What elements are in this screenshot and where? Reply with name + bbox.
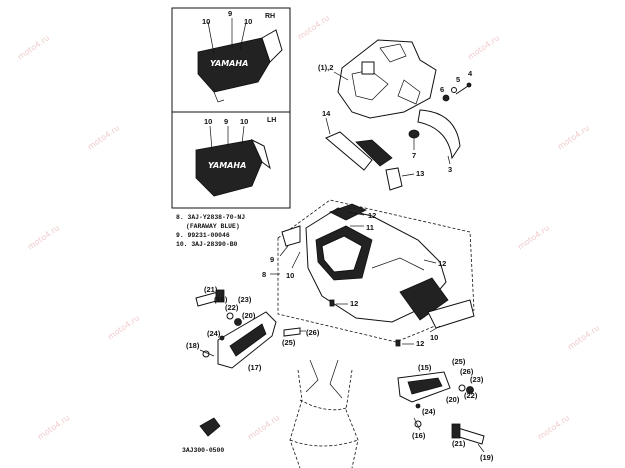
- inset-callout-lh-9: 9: [224, 117, 228, 126]
- watermark: moto4.ru: [466, 33, 501, 61]
- mount-13: [385, 167, 403, 191]
- callout-4: 4: [468, 69, 473, 78]
- watermark: moto4.ru: [516, 223, 551, 251]
- inset-callout-lh-10b: 10: [240, 117, 248, 126]
- watermark: moto4.ru: [26, 223, 61, 251]
- watermark: moto4.ru: [246, 413, 281, 441]
- cowling-side-stripe: [399, 277, 449, 321]
- watermark: moto4.ru: [16, 33, 51, 61]
- callout-23-right: (23): [470, 375, 484, 384]
- frame-sketch: [289, 359, 359, 468]
- callout-25-right: (25): [452, 357, 466, 366]
- inset-callout-rh-9: 9: [228, 9, 232, 18]
- callout-16: (16): [412, 431, 426, 440]
- fairing-stay: [337, 39, 437, 119]
- callout-10b: 10: [430, 333, 438, 342]
- callout-18: (18): [186, 341, 200, 350]
- watermark: moto4.ru: [556, 123, 591, 151]
- footrest-right-assembly: (15) (25) (26) (23) (22) (20) (24) (16) …: [397, 357, 494, 462]
- callout-26-right: (26): [460, 367, 474, 376]
- callout-22-right: (22): [464, 391, 478, 400]
- callout-24-left: (24): [207, 329, 221, 338]
- callout-11: 11: [366, 223, 374, 232]
- note-line: 10. 3AJ-28390-B0: [176, 241, 238, 248]
- yamaha-logo-lh: YAMAHA: [208, 161, 246, 170]
- callout-19-right: (19): [480, 453, 494, 462]
- bracket-14-pad: [355, 139, 393, 167]
- bracket-14: [325, 131, 373, 171]
- callout-7: 7: [412, 151, 416, 160]
- callout-19-left: (19): [214, 295, 228, 304]
- watermark: moto4.ru: [106, 313, 141, 341]
- callout-21-left: (21): [204, 285, 218, 294]
- nut-20-left: [234, 318, 242, 326]
- inset-box-rh: RH YAMAHA 9 10 10: [171, 7, 291, 113]
- callout-12a: 12: [368, 211, 376, 220]
- callout-14: 14: [322, 109, 331, 118]
- cowling-lower-tip: [427, 299, 475, 329]
- callout-20-left: (20): [242, 311, 256, 320]
- drawing-code-mark: [199, 417, 221, 437]
- callout-8: 8: [262, 270, 266, 279]
- part-notes: 8. 3AJ-Y2838-70-NJ (FARAWAY BLUE) 9. 992…: [176, 214, 245, 248]
- callout-3: 3: [448, 165, 452, 174]
- watermark: moto4.ru: [296, 13, 331, 41]
- inset-callout-lh-10a: 10: [204, 117, 212, 126]
- callout-15: (15): [418, 363, 432, 372]
- callout-12b: 12: [438, 259, 446, 268]
- note-line: 9. 99231-00046: [176, 232, 230, 239]
- inset-title-rh: RH: [265, 13, 275, 20]
- watermark: moto4.ru: [36, 413, 71, 441]
- callout-10a: 10: [286, 271, 294, 280]
- washer-5: [451, 87, 457, 93]
- callout-1-2: (1),2: [318, 63, 333, 72]
- grommet-7: [408, 129, 420, 139]
- note-line: 8. 3AJ-Y2838-70-NJ: [176, 214, 245, 221]
- watermark: moto4.ru: [536, 413, 571, 441]
- callout-23-left: (23): [238, 295, 252, 304]
- callout-13: 13: [416, 169, 424, 178]
- inset-title-lh: LH: [267, 117, 276, 124]
- callout-5: 5: [456, 75, 460, 84]
- callout-24-right: (24): [422, 407, 436, 416]
- stay-arm: [417, 109, 461, 160]
- note-line: (FARAWAY BLUE): [186, 223, 240, 230]
- bolt-4: [455, 85, 469, 95]
- grommet-6: [442, 94, 450, 102]
- callout-6: 6: [440, 85, 444, 94]
- inset-callout-rh-10a: 10: [202, 17, 210, 26]
- yamaha-logo-rh: YAMAHA: [210, 59, 248, 68]
- callout-20-right: (20): [446, 395, 460, 404]
- inset-callout-rh-10b: 10: [244, 17, 252, 26]
- callout-25-left: (25): [282, 338, 296, 347]
- assembly-dashed-frame: [277, 199, 475, 343]
- upper-cowling-assembly: 8 9 10 11 12 12 12 12 10: [262, 199, 475, 348]
- callout-12d: 12: [416, 339, 424, 348]
- nut-20-right: [466, 386, 474, 394]
- callout-12c: 12: [350, 299, 358, 308]
- callout-9: 9: [270, 255, 274, 264]
- callout-21-right: (21): [452, 439, 466, 448]
- footrest-left-assembly: (21) (19) (22) (23) (20) (17) (24) (18) …: [182, 285, 320, 454]
- watermark: moto4.ru: [86, 123, 121, 151]
- fairing-stay-assembly: (1),2 3 4 5 6 7 14 13: [318, 39, 473, 191]
- inset-frame-lh: [171, 111, 291, 209]
- callout-22-left: (22): [225, 303, 239, 312]
- inset-box-lh: LH YAMAHA 9 10 10: [171, 111, 291, 209]
- watermark: moto4.ru: [566, 323, 601, 351]
- drawing-code: 3AJ300-0500: [182, 447, 224, 454]
- callout-26-left: (26): [306, 328, 320, 337]
- callout-17: (17): [248, 363, 262, 372]
